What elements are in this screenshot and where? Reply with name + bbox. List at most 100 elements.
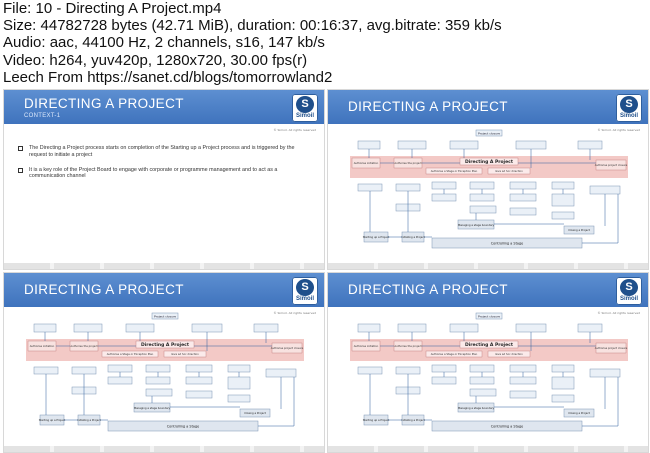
diagram-label: Project closure [478, 315, 500, 319]
thumbnail-3: DIRECTING A PROJECT S Simoil © Simoil. A… [3, 272, 325, 453]
diagram-label: Closing a Project [568, 411, 590, 415]
logo-letter: S [296, 96, 314, 113]
diagram-box [151, 312, 179, 320]
bullet-item: The Directing a Project process starts o… [18, 145, 298, 159]
diagram-label: Starting up a Project [39, 418, 66, 422]
diagram-box [551, 181, 575, 190]
diagram-label: Give ad hoc direction [171, 352, 199, 356]
diagram-box [509, 181, 537, 190]
diagram-box [589, 185, 621, 195]
process-diagram: Project closure Authorise initiation Aut… [26, 312, 304, 432]
diagram-label: Authorise the project [394, 344, 421, 348]
diagram-box [551, 394, 575, 403]
diagram-box [397, 140, 427, 150]
diagram-label: Controlling a Stage [491, 242, 523, 246]
diagram-box [469, 364, 495, 373]
slide-title: DIRECTING A PROJECT [24, 282, 184, 297]
diagram-box [125, 323, 155, 333]
info-line-audio: Audio: aac, 44100 Hz, 2 channels, s16, 1… [3, 34, 325, 52]
diagram-box [475, 129, 503, 137]
diagram-box [33, 366, 59, 375]
diagram-label: Authorise initiation [30, 344, 55, 348]
diagram-label: Starting up a Project [363, 418, 390, 422]
diagram-box [509, 364, 537, 373]
diagram-label: Give ad hoc direction [495, 352, 523, 356]
diagram-box [425, 167, 483, 175]
logo-text: Simoil [295, 296, 314, 302]
slide-footer [4, 263, 324, 269]
diagram-box [577, 140, 603, 150]
diagram-label: Initiating a Project [401, 235, 425, 239]
slide-header: DIRECTING A PROJECT CONTEXT-1 S Simoil [4, 90, 324, 124]
slide-footer [4, 446, 324, 452]
info-line-size: Size: 44782728 bytes (42.71 MiB), durati… [3, 17, 502, 35]
diagram-box [357, 183, 383, 192]
diagram-label: Give ad hoc direction [495, 169, 523, 173]
diagram-box [185, 364, 213, 373]
thumbnail-4: DIRECTING A PROJECT S Simoil © Simoil. A… [327, 272, 649, 453]
band-title: Directing A Project [465, 159, 514, 165]
diagram-box [563, 408, 595, 418]
diagram-box [227, 376, 251, 390]
diagram-box [469, 205, 497, 214]
band-title-box [135, 340, 195, 349]
diagram-box [475, 312, 503, 320]
diagram-box [551, 211, 575, 220]
diagram-box [515, 140, 547, 150]
copyright: © Simoil. All rights reserved [273, 311, 316, 315]
diagram-label: Controlling a Stage [491, 425, 523, 429]
process-diagram: Project closure Authorise initiation Aut… [350, 129, 628, 249]
brand-logo: S Simoil [616, 277, 642, 305]
diagram-box [469, 193, 495, 202]
thumbnail-1: DIRECTING A PROJECT CONTEXT-1 S Simoil ©… [3, 89, 325, 270]
checkbox-bullet-icon [18, 146, 23, 151]
diagram-label: Project closure [154, 315, 176, 319]
brand-logo: S Simoil [292, 277, 318, 305]
slide-subtitle: CONTEXT-1 [24, 113, 61, 119]
diagram-label: Closing a Project [568, 228, 590, 232]
diagram-box [397, 323, 427, 333]
diagram-label: Authorise initiation [354, 161, 379, 165]
diagram-label: Authorise project closure [271, 346, 304, 350]
diagram-box [227, 394, 251, 403]
diagram-box [145, 364, 171, 373]
diagram-box [431, 364, 457, 373]
diagram-box [265, 368, 297, 378]
checkbox-bullet-icon [18, 167, 23, 173]
diagram-box [395, 183, 421, 192]
diagram-box [107, 364, 133, 373]
copyright: © Simoil. All rights reserved [597, 311, 640, 315]
slide-title: DIRECTING A PROJECT [24, 96, 184, 111]
diagram-box [469, 388, 497, 397]
diagram-box [71, 366, 97, 375]
diagram-box [449, 140, 479, 150]
diagram-arrows [368, 149, 619, 244]
media-info: File: 10 - Directing A Project.mp4 Size:… [3, 0, 647, 86]
diagram-label: Authorise the project [394, 161, 421, 165]
diagram-label: Authorise a Stage or Exception Plan [431, 169, 478, 173]
diagram-box [487, 350, 531, 358]
diagram-label: Authorise a Stage or Exception Plan [107, 352, 154, 356]
diagram-box [469, 376, 495, 385]
diagram-box [253, 323, 279, 333]
diagram-box [33, 323, 57, 333]
info-line-leech: Leech From https://sanet.cd/blogs/tomorr… [3, 68, 333, 86]
diagram-box [163, 350, 207, 358]
diagram-label: Starting up a Project [363, 235, 390, 239]
slide-header: DIRECTING A PROJECT S Simoil [328, 273, 648, 307]
slide-footer [328, 263, 648, 269]
diagram-arrows [368, 332, 619, 427]
diagram-label: Project closure [478, 132, 500, 136]
diagram-label: Initiating a Project [77, 418, 101, 422]
diagram-box [551, 364, 575, 373]
diagram-box [509, 390, 537, 399]
diagram-box [449, 323, 479, 333]
diagram-box [515, 323, 547, 333]
diagram-box [595, 342, 627, 354]
diagram-box [509, 193, 537, 202]
diagram-box [191, 323, 223, 333]
band-title: Directing A Project [465, 342, 514, 348]
diagram-label: Authorise initiation [354, 344, 379, 348]
diagram-box [595, 159, 627, 171]
diagram-box [431, 376, 457, 385]
